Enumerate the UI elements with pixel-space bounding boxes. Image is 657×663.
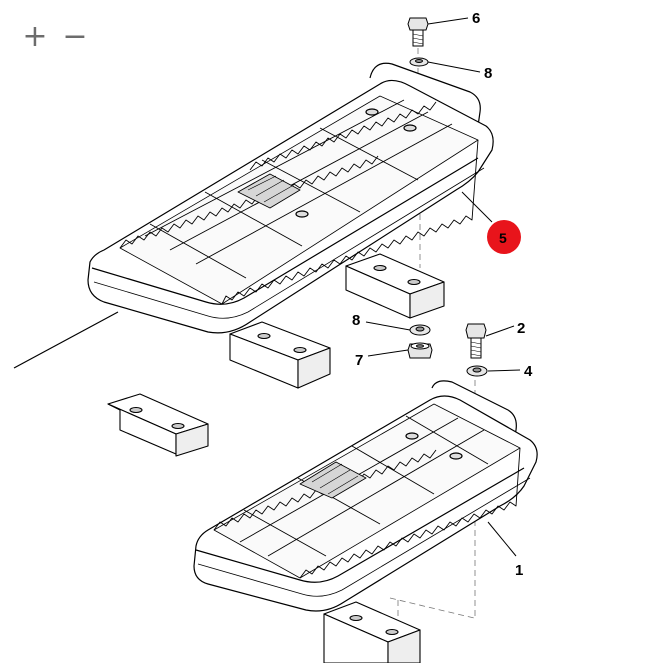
- mounting-brackets: [107, 253, 445, 663]
- zoom-out-button[interactable]: −: [62, 19, 88, 54]
- bracket-upper-right: [345, 253, 445, 319]
- minus-icon: −: [62, 19, 88, 54]
- washer-part-8-icon: [409, 57, 429, 67]
- bracket-bottom: [323, 601, 421, 663]
- zoom-in-button[interactable]: +: [22, 19, 48, 54]
- upper-step-part-5: [87, 62, 494, 334]
- callout-8-top[interactable]: 8: [484, 65, 492, 82]
- pointer-line: [13, 311, 119, 369]
- callout-8-mid[interactable]: 8: [352, 312, 360, 329]
- bracket-left: [107, 393, 209, 457]
- hardware: [407, 17, 488, 377]
- callout-5[interactable]: 5: [499, 230, 507, 246]
- leader-lines: [365, 17, 521, 557]
- highlight-marker[interactable]: [487, 220, 521, 254]
- zoom-controls: + −: [22, 19, 88, 54]
- callout-6[interactable]: 6: [472, 10, 480, 27]
- lower-step-part-1: [193, 380, 538, 612]
- bolt-part-2-icon: [465, 323, 487, 359]
- callout-2[interactable]: 2: [517, 320, 525, 337]
- washer-part-4-icon: [466, 365, 488, 377]
- plus-icon: +: [22, 19, 48, 54]
- callout-7[interactable]: 7: [355, 352, 363, 369]
- bracket-upper-left: [229, 321, 331, 389]
- bolt-part-6-icon: [407, 17, 429, 47]
- nut-part-7-icon: [407, 342, 433, 359]
- callout-4[interactable]: 4: [524, 363, 533, 380]
- washer-part-8-mid-icon: [409, 324, 431, 336]
- callout-1[interactable]: 1: [515, 562, 523, 579]
